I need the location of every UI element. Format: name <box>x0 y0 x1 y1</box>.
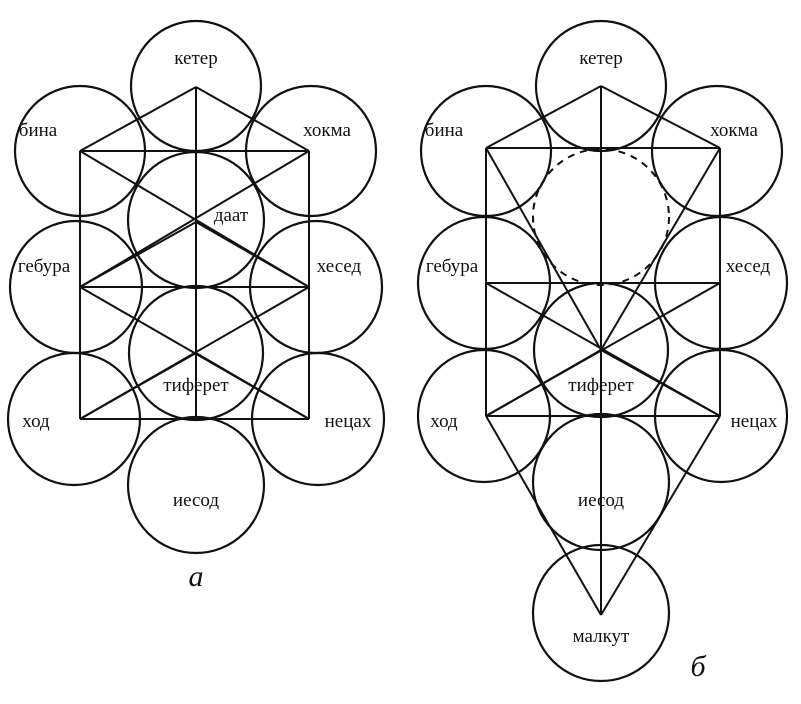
label-iesod: иесод <box>173 490 219 511</box>
label-hesed: хесед <box>317 256 362 277</box>
label-keter: кетер <box>174 48 217 69</box>
label-netsah: нецах <box>325 411 372 432</box>
label-malkut: малкут <box>573 626 630 647</box>
label-gebura: гебура <box>18 256 71 277</box>
label-tiferet: тиферет <box>568 375 634 396</box>
label-daat: даат <box>214 205 249 226</box>
label-bina: бина <box>19 120 58 141</box>
label-hod: ход <box>430 411 458 432</box>
label-tiferet: тиферет <box>163 375 229 396</box>
caption-a: а <box>189 560 204 593</box>
label-hokhma: хокма <box>710 120 758 141</box>
label-keter: кетер <box>579 48 622 69</box>
label-gebura: гебура <box>426 256 479 277</box>
caption-b: б <box>690 650 706 683</box>
diagram-b: кетер бина хокма гебура хесед тиферет хо… <box>416 19 789 683</box>
label-bina: бина <box>425 120 464 141</box>
label-hod: ход <box>22 411 50 432</box>
circle-hokhma <box>650 84 784 218</box>
diagram-a: кетер бина хокма даат гебура хесед тифер… <box>6 19 386 593</box>
label-iesod: иесод <box>578 490 624 511</box>
label-hesed: хесед <box>726 256 771 277</box>
diagram-a-lines <box>79 86 310 420</box>
label-hokhma: хокма <box>303 120 351 141</box>
diagram-b-lines <box>485 85 721 616</box>
label-netsah: нецах <box>731 411 778 432</box>
circle-iesod <box>126 415 266 555</box>
